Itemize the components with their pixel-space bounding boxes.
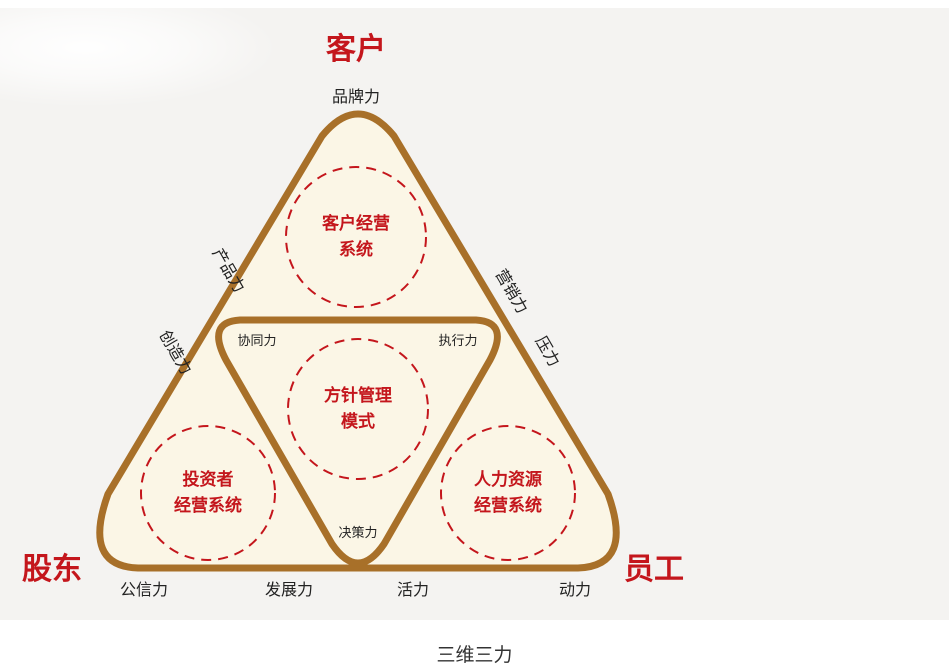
investor-system-line1: 投资者 bbox=[183, 469, 234, 490]
center-system-circle bbox=[287, 338, 429, 480]
diagram-canvas: 客户 股东 员工 客户经营 系统 方针管理 模式 投资者 经营系统 人力资源 经… bbox=[0, 0, 949, 620]
hr-system-line2: 经营系统 bbox=[474, 495, 542, 516]
three-dimension-diagram: 客户 股东 员工 客户经营 系统 方针管理 模式 投资者 经营系统 人力资源 经… bbox=[22, 32, 684, 599]
hr-system-circle bbox=[440, 425, 576, 561]
diagram-caption: 三维三力 bbox=[436, 644, 513, 666]
vertex-employee: 员工 bbox=[624, 552, 684, 587]
force-execution: 执行力 bbox=[438, 334, 477, 349]
mist-decoration bbox=[0, 0, 280, 108]
center-system-line1: 方针管理 bbox=[324, 385, 392, 406]
force-credibility: 公信力 bbox=[120, 580, 168, 599]
force-decision: 决策力 bbox=[338, 525, 377, 541]
inner-triangle bbox=[215, 316, 501, 567]
investor-system-line2: 经营系统 bbox=[174, 495, 242, 516]
customer-system-line2: 系统 bbox=[339, 239, 373, 260]
vertex-customer: 客户 bbox=[326, 32, 386, 67]
hr-system-line1: 人力资源 bbox=[474, 469, 542, 490]
force-vitality: 活力 bbox=[397, 580, 429, 599]
force-motivation: 动力 bbox=[559, 580, 591, 599]
investor-system-circle bbox=[140, 425, 276, 561]
force-development: 发展力 bbox=[265, 580, 313, 599]
vertex-shareholder: 股东 bbox=[22, 552, 82, 587]
force-pressure: 压力 bbox=[532, 333, 564, 370]
center-system-line2: 模式 bbox=[341, 411, 375, 432]
force-synergy: 协同力 bbox=[237, 334, 276, 349]
customer-system-line1: 客户经营 bbox=[321, 213, 390, 234]
customer-system-circle bbox=[285, 166, 427, 308]
force-brand: 品牌力 bbox=[332, 87, 380, 106]
